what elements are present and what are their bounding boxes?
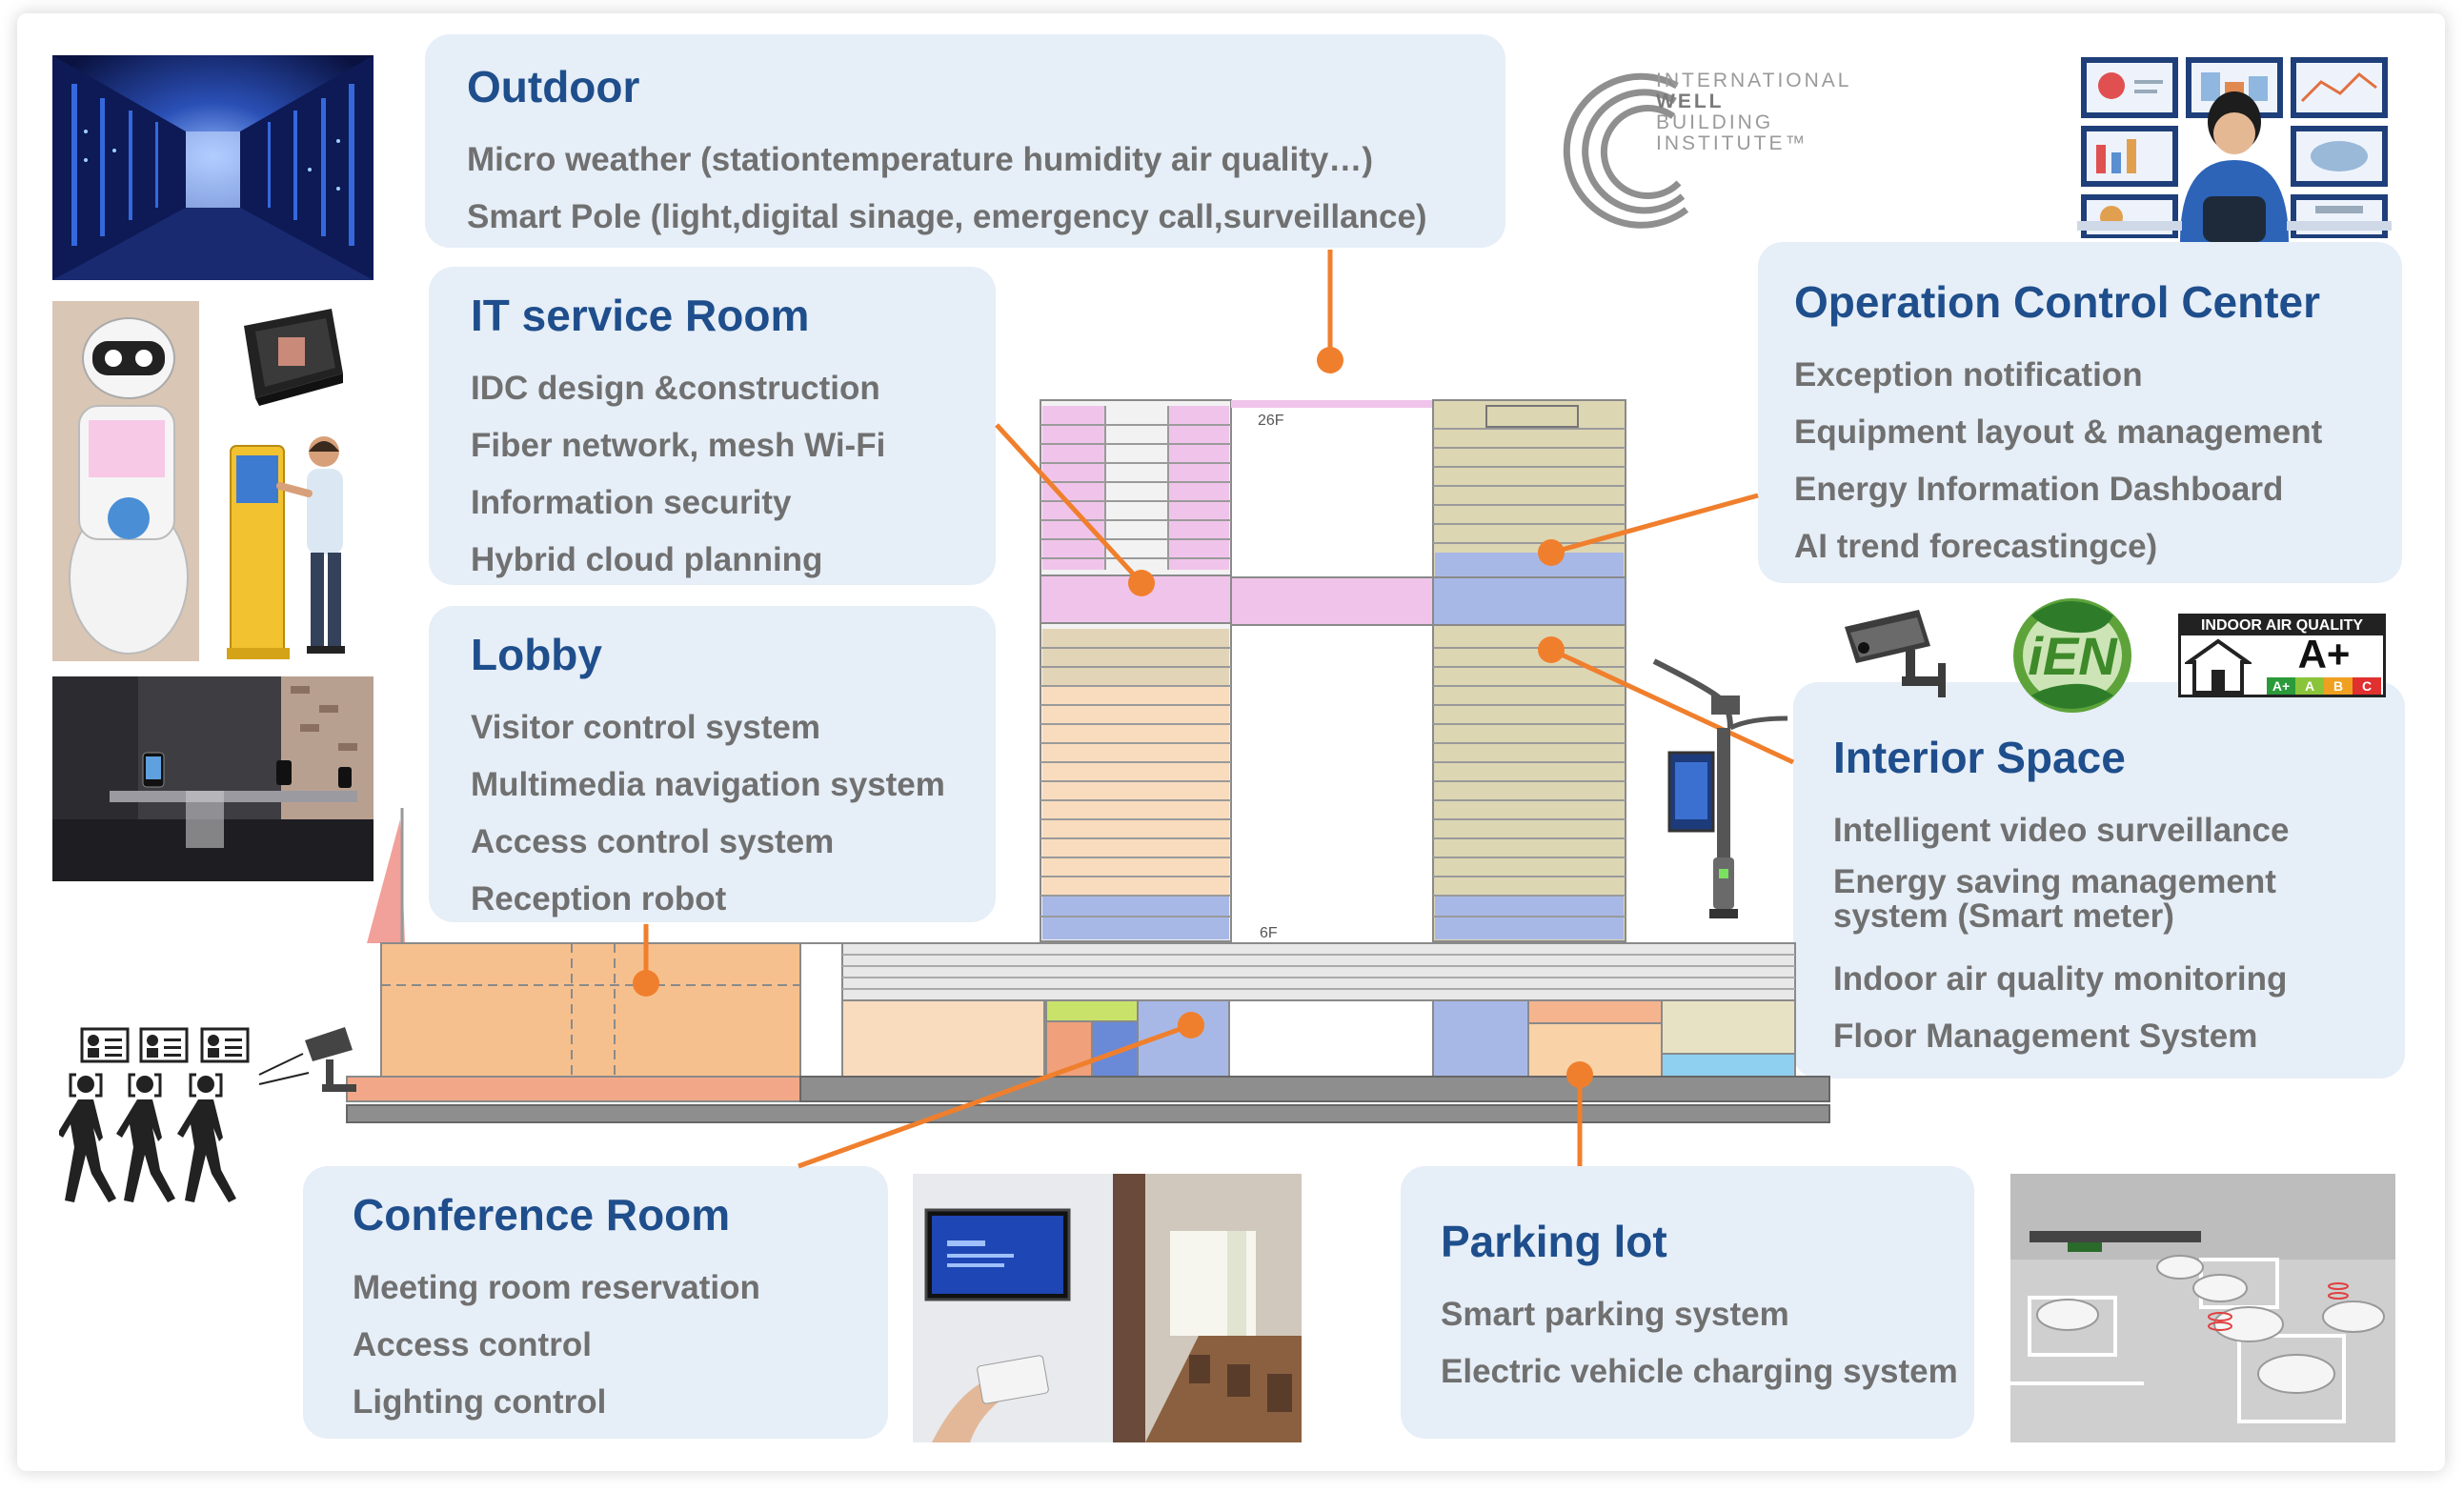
iaq-scale: A+ A B C — [2267, 677, 2381, 695]
lobby-item: Reception robot — [471, 880, 727, 917]
it-room-item: Hybrid cloud planning — [471, 541, 823, 578]
control-room-icon — [2077, 53, 2392, 242]
well-logo-line3: BUILDING — [1656, 111, 1774, 133]
kiosk-photo — [223, 427, 366, 661]
iaq-badge-title: INDOOR AIR QUALITY — [2181, 616, 2383, 635]
parking-item: Electric vehicle charging system — [1441, 1353, 1958, 1390]
well-logo-line1: INTERNATIONAL — [1656, 70, 1852, 91]
iaq-grade: A+ — [2297, 632, 2351, 676]
iaq-badge: INDOOR AIR QUALITY A+ A+ A B C — [2178, 614, 2386, 697]
occ-item: Equipment layout & management — [1794, 413, 2323, 451]
conference-item: Meeting room reservation — [353, 1269, 760, 1306]
lobby-card: Lobby Visitor control system Multimedia … — [429, 606, 996, 922]
occ-item: AI trend forecastingce) — [1794, 528, 2158, 565]
meeting-room-photo — [913, 1174, 1302, 1442]
lobby-item: Visitor control system — [471, 709, 820, 746]
it-room-card: IT service Room IDC design &construction… — [429, 267, 996, 585]
it-room-title: IT service Room — [471, 291, 810, 340]
interior-item: Energy saving management system (Smart m… — [1833, 863, 2276, 935]
well-logo: INTERNATIONAL WELL BUILDING INSTITUTE™ — [1553, 67, 1868, 238]
lobby-item: Multimedia navigation system — [471, 766, 945, 803]
robot-photo — [52, 301, 199, 661]
iaq-house-icon — [2185, 638, 2252, 695]
ien-logo: iEN — [2012, 596, 2132, 715]
iaq-scale-item: C — [2353, 677, 2381, 695]
cctv-camera-icon — [1839, 606, 1953, 701]
outdoor-item: Micro weather (stationtemperature humidi… — [467, 141, 1373, 178]
server-room-photo — [52, 55, 374, 280]
occ-item: Energy Information Dashboard — [1794, 471, 2284, 508]
well-logo-line4: INSTITUTE™ — [1656, 132, 1808, 154]
iaq-scale-item: A — [2295, 677, 2324, 695]
interior-item: Indoor air quality monitoring — [1833, 960, 2288, 998]
interior-item: Floor Management System — [1833, 1018, 2258, 1055]
well-logo-mark — [1563, 72, 1689, 229]
parking-item: Smart parking system — [1441, 1296, 1789, 1333]
interior-item: Intelligent video surveillance — [1833, 812, 2290, 849]
well-logo-line2: WELL — [1656, 91, 1725, 112]
svg-text:iEN: iEN — [2028, 626, 2118, 686]
it-room-item: IDC design &construction — [471, 370, 880, 407]
interior-card: Interior Space Intelligent video surveil… — [1793, 682, 2405, 1079]
outdoor-card: Outdoor Micro weather (stationtemperatur… — [425, 34, 1505, 248]
conference-item: Lighting control — [353, 1383, 607, 1421]
conference-title: Conference Room — [353, 1190, 731, 1240]
parking-card: Parking lot Smart parking system Electri… — [1401, 1166, 1974, 1439]
outdoor-title: Outdoor — [467, 62, 640, 111]
parking-title: Parking lot — [1441, 1217, 1667, 1266]
occ-item: Exception notification — [1794, 356, 2143, 393]
visitors-icon — [57, 1018, 364, 1218]
conference-item: Access control — [353, 1326, 592, 1363]
occ-title: Operation Control Center — [1794, 277, 2321, 327]
lobby-item: Access control system — [471, 823, 835, 860]
iaq-scale-item: B — [2324, 677, 2353, 695]
occ-card: Operation Control Center Exception notif… — [1758, 242, 2402, 583]
interior-title: Interior Space — [1833, 733, 2126, 782]
it-room-item: Information security — [471, 484, 792, 521]
smart-pole-icon — [1635, 657, 1797, 924]
it-room-item: Fiber network, mesh Wi-Fi — [471, 427, 886, 464]
tablet-kiosk-photo — [236, 307, 347, 406]
conference-card: Conference Room Meeting room reservation… — [303, 1166, 888, 1439]
gate-photo — [52, 676, 374, 881]
outdoor-item: Smart Pole (light,digital sinage, emerge… — [467, 198, 1427, 235]
lobby-title: Lobby — [471, 630, 602, 679]
parking-photo — [2010, 1174, 2395, 1442]
iaq-scale-item: A+ — [2267, 677, 2295, 695]
